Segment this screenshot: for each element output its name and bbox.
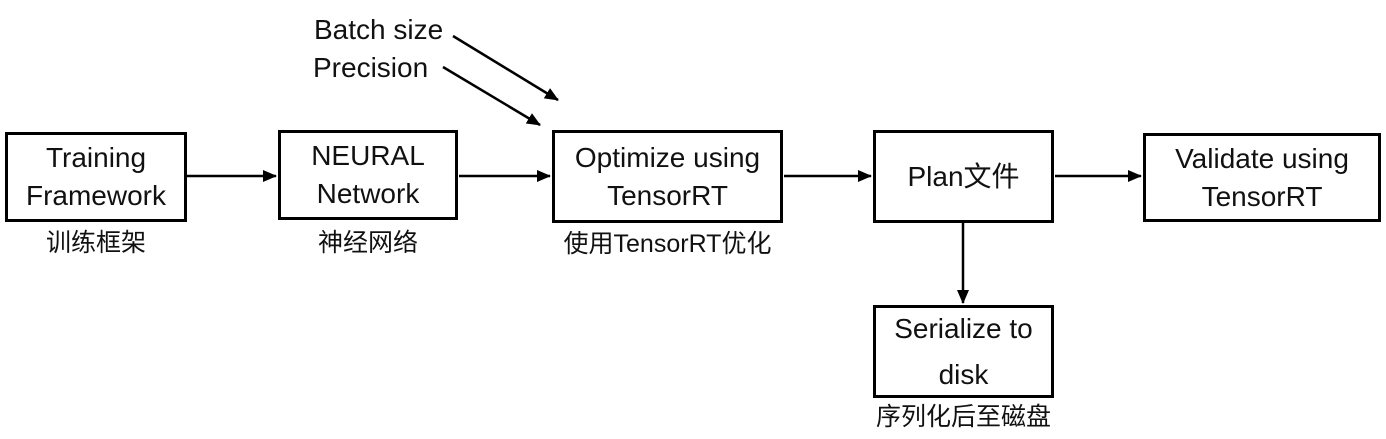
node-label: Framework <box>25 180 166 211</box>
node-neural-network-sublabel: 神经网络 <box>317 229 418 257</box>
precision-annotation: Precision <box>313 52 429 83</box>
node-validate-using-tensorrt: Validate using TensorRT <box>1143 133 1381 222</box>
node-label: NEURAL <box>311 140 425 171</box>
node-serialize-to-disk-sublabel: 序列化后至磁盘 <box>875 403 1051 431</box>
arrow-batch-size-to-optimize <box>452 34 559 102</box>
node-label: Network <box>316 178 420 209</box>
node-optimize-using-tensorrt-sublabel: 使用TensorRT优化 <box>563 230 772 258</box>
node-label: Validate using <box>1175 142 1349 174</box>
node-optimize-using-tensorrt: Optimize using TensorRT <box>552 130 783 223</box>
node-label: TensorRT <box>1201 180 1323 212</box>
node-label: TensorRT <box>607 179 728 211</box>
node-label: Serialize to <box>894 312 1033 344</box>
node-label: Training <box>45 142 147 173</box>
arrow-precision-to-optimize <box>442 65 541 127</box>
node-training-framework-sublabel: 训练框架 <box>45 229 146 257</box>
node-label: Optimize using <box>574 141 761 173</box>
node-plan-file: Plan文件 <box>873 130 1054 223</box>
node-label: Plan文件 <box>907 160 1020 192</box>
node-neural-network: NEURAL Network <box>278 130 458 220</box>
node-training-framework: Training Framework <box>5 132 187 222</box>
node-label: disk <box>938 358 989 390</box>
batch-size-annotation: Batch size <box>314 14 444 45</box>
node-serialize-to-disk: Serialize to disk <box>873 305 1054 398</box>
